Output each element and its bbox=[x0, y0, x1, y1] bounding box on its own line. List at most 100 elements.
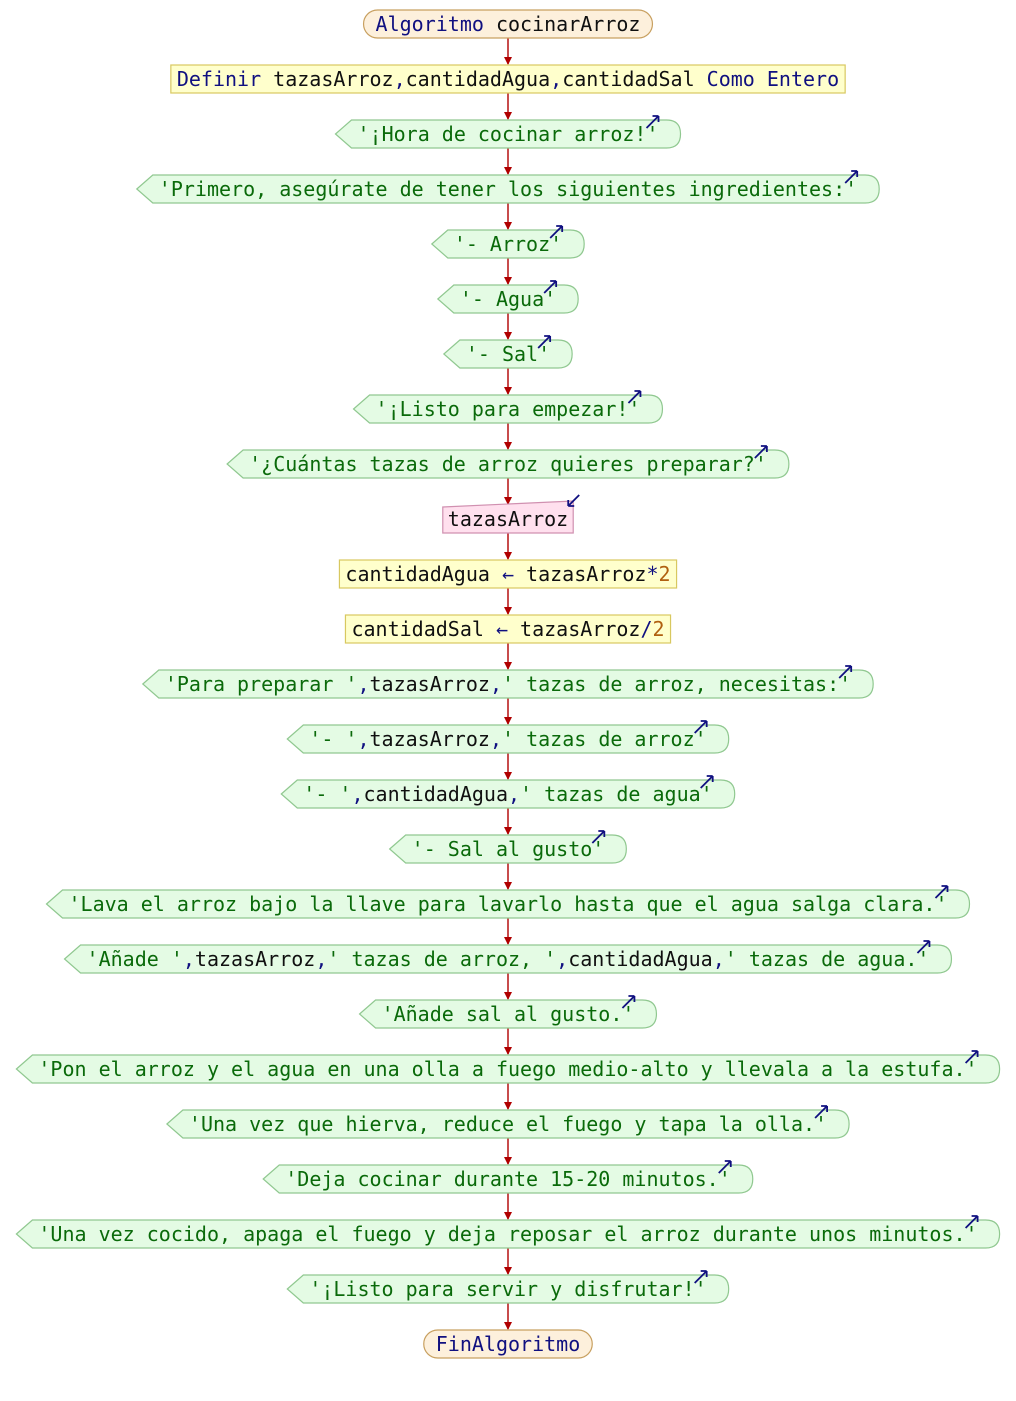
node-text: '- Sal' bbox=[466, 342, 550, 366]
output-arrow-icon bbox=[621, 995, 636, 1009]
token-op: , bbox=[713, 947, 725, 971]
token-str: '- Sal' bbox=[466, 342, 550, 366]
token-id: tazasArroz bbox=[448, 507, 568, 531]
token-id: tazasArroz bbox=[273, 67, 393, 91]
output-node: '- ',tazasArroz,' tazas de arroz' bbox=[286, 720, 730, 754]
output-arrow-icon bbox=[754, 445, 768, 459]
node-text: 'Deja cocinar durante 15-20 minutos.' bbox=[285, 1167, 731, 1191]
token-op: , bbox=[550, 67, 562, 91]
token-op: , bbox=[315, 947, 327, 971]
token-id: tazasArroz bbox=[195, 947, 315, 971]
output-arrow-icon bbox=[718, 1160, 732, 1174]
token-str: ' tazas de agua' bbox=[520, 782, 713, 806]
output-node: '- Agua' bbox=[436, 280, 579, 314]
output-shape bbox=[352, 394, 664, 424]
token-str: ' tazas de arroz, necesitas:' bbox=[502, 672, 851, 696]
output-node: '¿Cuántas tazas de arroz quieres prepara… bbox=[226, 445, 790, 479]
terminal-shape bbox=[423, 1329, 593, 1359]
output-shape bbox=[388, 834, 627, 864]
node-text: '¡Hora de cocinar arroz!' bbox=[357, 122, 658, 146]
output-arrow-icon bbox=[916, 940, 931, 954]
output-arrow-icon bbox=[964, 1050, 979, 1064]
node-text: Definir tazasArroz,cantidadAgua,cantidad… bbox=[177, 67, 839, 91]
token-op: , bbox=[357, 727, 369, 751]
output-arrow-icon bbox=[838, 665, 853, 679]
output-arrow-icon bbox=[700, 775, 714, 789]
token-kw: Definir bbox=[177, 67, 273, 91]
token-id: cantidadSal bbox=[562, 67, 694, 91]
token-id: tazasArroz bbox=[370, 727, 490, 751]
token-str: '¿Cuántas tazas de arroz quieres prepara… bbox=[249, 452, 767, 476]
output-node: '- ',cantidadAgua,' tazas de agua' bbox=[280, 775, 736, 809]
output-node: 'Una vez cocido, apaga el fuego y deja r… bbox=[15, 1215, 1001, 1249]
token-op: , bbox=[490, 672, 502, 696]
output-shape bbox=[262, 1164, 754, 1194]
token-str: '¡Listo para empezar!' bbox=[376, 397, 641, 421]
output-shape bbox=[334, 119, 682, 149]
token-str: 'Una vez cocido, apaga el fuego y deja r… bbox=[38, 1222, 977, 1246]
token-op: , bbox=[394, 67, 406, 91]
node-text: '¡Listo para servir y disfrutar!' bbox=[309, 1277, 706, 1301]
token-id: cantidadAgua bbox=[406, 67, 551, 91]
terminal-node: FinAlgoritmo bbox=[423, 1329, 593, 1359]
token-kw: FinAlgoritmo bbox=[436, 1332, 581, 1356]
token-id: tazasArroz bbox=[508, 617, 640, 641]
output-node: 'Añade ',tazasArroz,' tazas de arroz, ',… bbox=[63, 940, 953, 974]
token-op: , bbox=[351, 782, 363, 806]
node-text: 'Añade ',tazasArroz,' tazas de arroz, ',… bbox=[87, 947, 930, 971]
token-str: '- Sal al gusto' bbox=[412, 837, 605, 861]
output-shape bbox=[286, 1274, 730, 1304]
output-shape bbox=[358, 999, 658, 1029]
token-str: 'Deja cocinar durante 15-20 minutos.' bbox=[285, 1167, 731, 1191]
output-node: '¡Listo para empezar!' bbox=[352, 390, 664, 424]
output-node: '- Sal' bbox=[442, 335, 573, 369]
output-shape bbox=[15, 1219, 1001, 1249]
token-id: cantidadAgua bbox=[345, 562, 502, 586]
output-node: 'Para preparar ',tazasArroz,' tazas de a… bbox=[141, 665, 874, 699]
token-op: ← bbox=[502, 562, 514, 586]
token-id: cantidadAgua bbox=[364, 782, 509, 806]
token-kw: Como Entero bbox=[695, 67, 840, 91]
token-str: '- Arroz' bbox=[454, 232, 562, 256]
output-arrow-icon bbox=[543, 280, 558, 294]
token-str: 'Pon el arroz y el agua en una olla a fu… bbox=[38, 1057, 977, 1081]
token-id: cocinarArroz bbox=[496, 12, 641, 36]
token-str: 'Añade ' bbox=[87, 947, 183, 971]
token-num: 2 bbox=[653, 617, 665, 641]
token-str: '¡Hora de cocinar arroz!' bbox=[357, 122, 658, 146]
token-id: tazasArroz bbox=[514, 562, 646, 586]
node-text: FinAlgoritmo bbox=[436, 1332, 581, 1356]
token-str: ' tazas de arroz' bbox=[502, 727, 707, 751]
token-op: / bbox=[640, 617, 652, 641]
node-text: 'Una vez que hierva, reduce el fuego y t… bbox=[189, 1112, 827, 1136]
output-node: 'Deja cocinar durante 15-20 minutos.' bbox=[262, 1160, 754, 1194]
node-text: 'Lava el arroz bajo la llave para lavarl… bbox=[69, 892, 948, 916]
terminal-node: Algoritmo cocinarArroz bbox=[362, 9, 654, 39]
input-node: tazasArroz bbox=[442, 494, 580, 534]
terminal-shape bbox=[362, 9, 654, 39]
token-op: , bbox=[183, 947, 195, 971]
output-arrow-icon bbox=[627, 390, 642, 404]
token-num: 2 bbox=[659, 562, 671, 586]
node-text: Algoritmo cocinarArroz bbox=[376, 12, 641, 36]
process-node: cantidadAgua ← tazasArroz*2 bbox=[338, 559, 678, 589]
token-id: cantidadAgua bbox=[568, 947, 713, 971]
token-op: ← bbox=[496, 617, 508, 641]
token-str: 'Primero, asegúrate de tener los siguien… bbox=[159, 177, 857, 201]
token-id: tazasArroz bbox=[370, 672, 490, 696]
node-text: tazasArroz bbox=[448, 507, 568, 531]
output-arrow-icon bbox=[694, 1270, 708, 1284]
token-str: '- ' bbox=[309, 727, 357, 751]
output-shape bbox=[165, 1109, 850, 1139]
token-str: 'Lava el arroz bajo la llave para lavarl… bbox=[69, 892, 948, 916]
node-text: '¿Cuántas tazas de arroz quieres prepara… bbox=[249, 452, 767, 476]
node-text: 'Para preparar ',tazasArroz,' tazas de a… bbox=[165, 672, 851, 696]
token-op: , bbox=[508, 782, 520, 806]
token-op: , bbox=[556, 947, 568, 971]
node-text: cantidadAgua ← tazasArroz*2 bbox=[345, 562, 670, 586]
output-node: 'Primero, asegúrate de tener los siguien… bbox=[135, 170, 880, 204]
output-arrow-icon bbox=[537, 335, 552, 349]
output-node: 'Añade sal al gusto.' bbox=[358, 995, 658, 1029]
output-shape bbox=[280, 779, 736, 809]
